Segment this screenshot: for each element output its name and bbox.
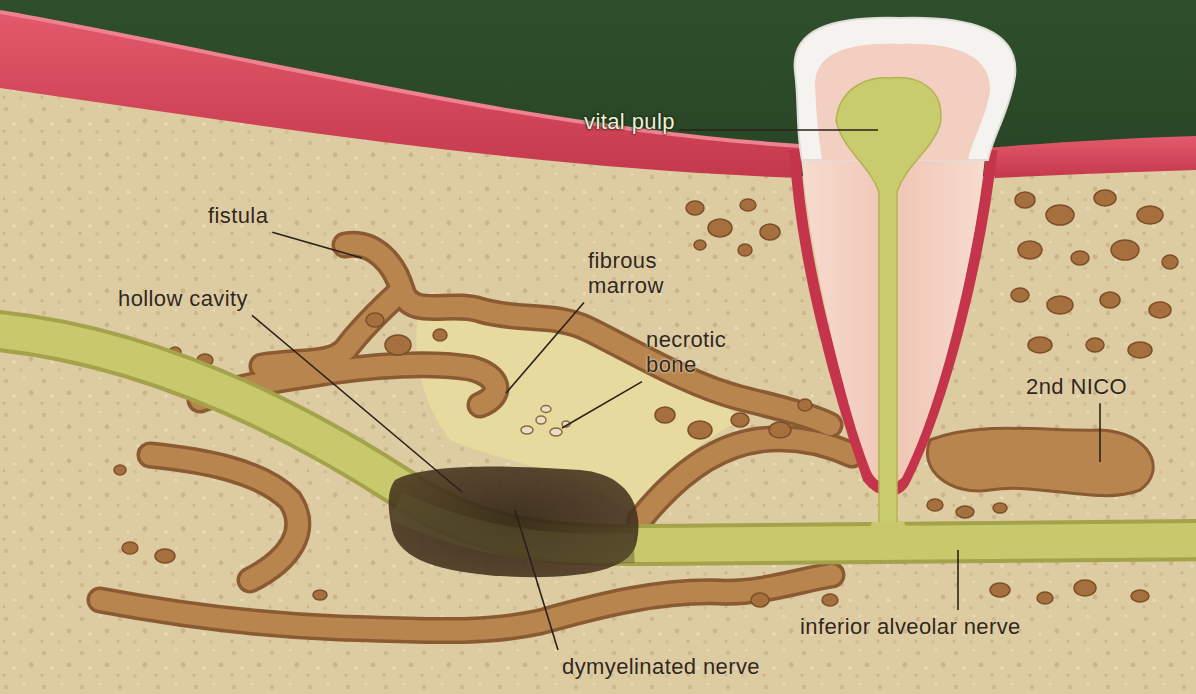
trabecular-bone xyxy=(1094,190,1116,206)
trabecular-bone xyxy=(751,593,769,607)
trabecular-bone xyxy=(927,499,943,511)
trabecular-bone xyxy=(1046,205,1074,225)
necrotic-bone-fragments xyxy=(541,406,551,413)
pulp-nerve-junction xyxy=(864,522,912,545)
trabecular-bone xyxy=(688,421,712,439)
leader-line xyxy=(957,550,959,610)
leader-line xyxy=(679,129,878,131)
trabecular-bone xyxy=(114,465,126,475)
trabecular-bone xyxy=(990,583,1010,597)
trabecular-bone xyxy=(731,413,749,427)
bone-channels xyxy=(150,455,298,580)
trabecular-bone xyxy=(1037,592,1053,604)
leader-line xyxy=(252,315,462,492)
trabecular-bone xyxy=(155,549,175,563)
trabecular-bone xyxy=(1111,240,1139,260)
bone-channels xyxy=(262,290,402,366)
trabecular-bone xyxy=(1028,337,1052,353)
pulp xyxy=(836,78,941,525)
second-nico-cavity xyxy=(927,428,1153,495)
trabecular-bone xyxy=(798,399,812,411)
necrotic-bone-fragments xyxy=(536,416,546,424)
bone-channels xyxy=(100,575,832,631)
trabecular-bone xyxy=(956,506,974,518)
trabecular-bone xyxy=(1047,296,1073,314)
trabecular-bone xyxy=(769,422,791,438)
part-label: inferior alveolar nerve xyxy=(800,614,1021,639)
trabecular-bone xyxy=(1011,288,1029,302)
part-label: vital pulp xyxy=(584,109,675,134)
gum-tissue xyxy=(985,136,1196,178)
leader-lines xyxy=(252,130,1100,650)
trabecular-bone xyxy=(1071,251,1089,265)
leader-line xyxy=(506,303,584,393)
leader-line xyxy=(562,382,642,428)
bone-channels xyxy=(100,575,832,631)
trabecular-bone xyxy=(1128,342,1152,358)
leader-line xyxy=(515,510,558,650)
bone-channels xyxy=(345,244,830,425)
part-label: hollow cavity xyxy=(118,286,248,311)
bone-channels xyxy=(640,439,852,520)
bone-channels xyxy=(150,455,298,580)
gum-highlight xyxy=(0,12,800,146)
trabecular-bone xyxy=(433,329,447,341)
trabecular-bone xyxy=(738,244,752,256)
trabecular-bone xyxy=(655,407,675,423)
part-label: fistula xyxy=(208,203,268,228)
bone-channels xyxy=(262,290,402,366)
trabecular-bone xyxy=(1131,590,1149,602)
gum-tissue xyxy=(0,12,800,178)
trabecular-bone xyxy=(1149,302,1171,318)
part-label: 2nd NICO xyxy=(1026,374,1127,399)
trabecular-bone xyxy=(1100,292,1120,308)
trabecular-bone xyxy=(313,590,327,600)
trabecular-bone xyxy=(694,240,706,250)
leader-line xyxy=(272,232,362,258)
trabecular-bone xyxy=(1015,192,1035,208)
bone-channels xyxy=(640,439,852,520)
trabecular-bone xyxy=(1018,241,1042,259)
leader-line xyxy=(1099,403,1101,462)
trabecular-bone xyxy=(993,503,1007,513)
necrotic-bone-fragments xyxy=(521,406,570,437)
part-label: fibrous marrow xyxy=(588,248,692,299)
trabecular-bone xyxy=(122,542,138,554)
trabecular-bone xyxy=(1162,255,1178,269)
part-label: necrotic bone xyxy=(646,327,750,378)
trabecular-bone xyxy=(1074,580,1096,596)
part-label: dymyelinated nerve xyxy=(562,654,760,679)
trabecular-bone xyxy=(822,594,838,606)
trabecular-bone xyxy=(385,335,411,355)
necrotic-bone-fragments xyxy=(550,428,562,436)
bone-channels xyxy=(345,244,830,425)
hollow-cavity xyxy=(389,467,639,578)
trabecular-bone xyxy=(1137,206,1163,224)
trabecular-bone xyxy=(760,224,780,240)
necrotic-bone-fragments xyxy=(521,426,533,434)
trabecular-bone xyxy=(366,313,384,327)
trabecular-bone xyxy=(686,201,704,215)
trabecular-bone xyxy=(1086,338,1104,352)
trabecular-bone xyxy=(708,219,732,237)
trabecular-bone xyxy=(740,199,756,211)
